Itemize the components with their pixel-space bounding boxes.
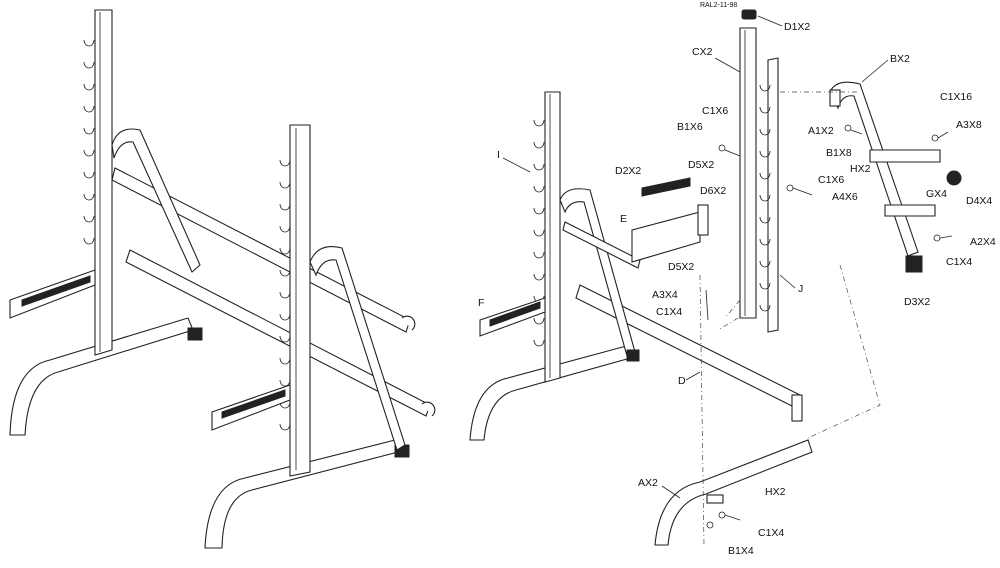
label-a2x4: A2X4 [970,236,996,248]
label-c1x4-right: C1X4 [946,256,972,268]
part-labels: RAL2-11-98 D1X2 CX2 BX2 C1X16 A3X8 C1X6 … [478,2,996,557]
label-hx2-top: HX2 [850,163,871,175]
label-c1x16: C1X16 [940,91,972,103]
label-a3x4: A3X4 [652,289,678,301]
label-f: F [478,297,484,309]
label-i: I [497,149,500,161]
label-d4x4: D4X4 [966,195,992,207]
label-d: D [678,375,686,387]
label-gx4: GX4 [926,188,947,200]
label-c1x6-top: C1X6 [702,105,728,117]
label-d1x2: D1X2 [784,21,810,33]
label-d5x2-top: D5X2 [688,159,714,171]
label-b1x8: B1X8 [826,147,852,159]
label-a3x8: A3X8 [956,119,982,131]
label-j: J [798,283,803,295]
label-d5x2-bottom: D5X2 [668,261,694,273]
label-hx2-bottom: HX2 [765,486,786,498]
label-cx2: CX2 [692,46,713,58]
label-d3x2: D3X2 [904,296,930,308]
label-c1x4-mid: C1X4 [656,306,682,318]
label-c1x4-bottom: C1X4 [758,527,784,539]
label-d2x2: D2X2 [615,165,641,177]
label-b1x6: B1X6 [677,121,703,133]
label-ax2: AX2 [638,477,658,489]
label-c1x6-mid: C1X6 [818,174,844,186]
label-bx2: BX2 [890,53,910,65]
label-d6x2: D6X2 [700,185,726,197]
exploded-view [469,9,962,546]
assembled-squat-rack [9,9,436,549]
label-b1x4: B1X4 [728,545,754,557]
label-a1x2: A1X2 [808,125,834,137]
label-a4x6: A4X6 [832,191,858,203]
drawing-ref: RAL2-11-98 [700,2,737,9]
label-e: E [620,213,627,225]
